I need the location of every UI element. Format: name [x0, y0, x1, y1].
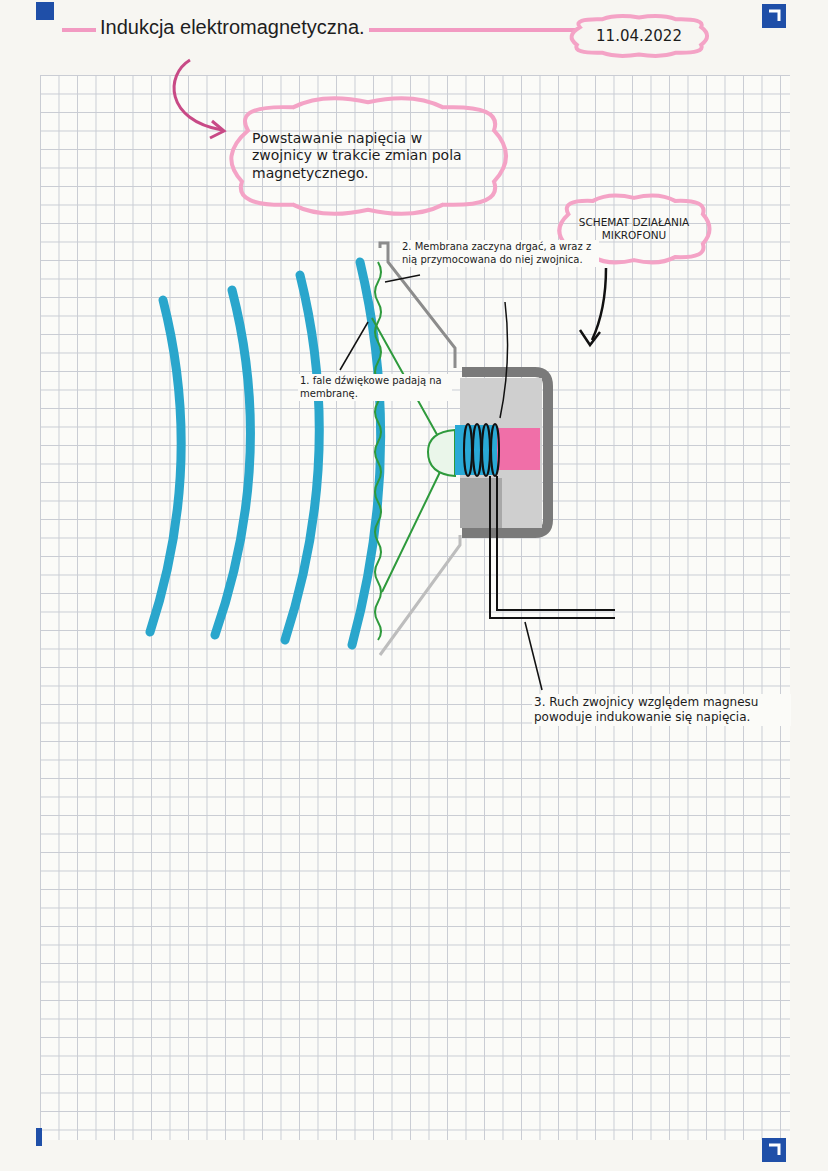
corner-icon [762, 4, 786, 28]
page-title: Indukcja elektromagnetyczna. [96, 16, 369, 39]
magnet [497, 428, 540, 470]
corner-icon [762, 1138, 786, 1162]
node-text: SCHEMAT DZIAŁANIA MIKROFONU [574, 216, 694, 242]
corner-icon [36, 1128, 42, 1146]
sound-waves [150, 262, 381, 645]
node-text: 11.04.2022 [587, 27, 691, 46]
wire [490, 476, 615, 618]
magnet-housing [460, 378, 542, 528]
corner-icon [36, 2, 54, 20]
membrane [375, 262, 381, 640]
dome [428, 430, 455, 476]
node-text: Powstawanie napięcia w zwojnicy w trakci… [252, 130, 484, 183]
coil-windings [464, 424, 499, 476]
callout-text: 3. Ruch zwojnicy względem magnesu powodu… [532, 694, 791, 726]
pointer-arrow [592, 268, 606, 340]
speaker-frame [380, 535, 460, 655]
cloud-box: Powstawanie napięcia w zwojnicy w trakci… [218, 92, 518, 220]
callout-text: 1. fale dźwiękowe padają na membranę. [298, 374, 452, 401]
callout-text: 2. Membrana zaczyna drgać, a wraz z nią … [400, 240, 599, 267]
leader-line [340, 275, 542, 690]
cloud-box: 11.04.2022 [565, 14, 713, 58]
title-arrow [174, 60, 222, 130]
